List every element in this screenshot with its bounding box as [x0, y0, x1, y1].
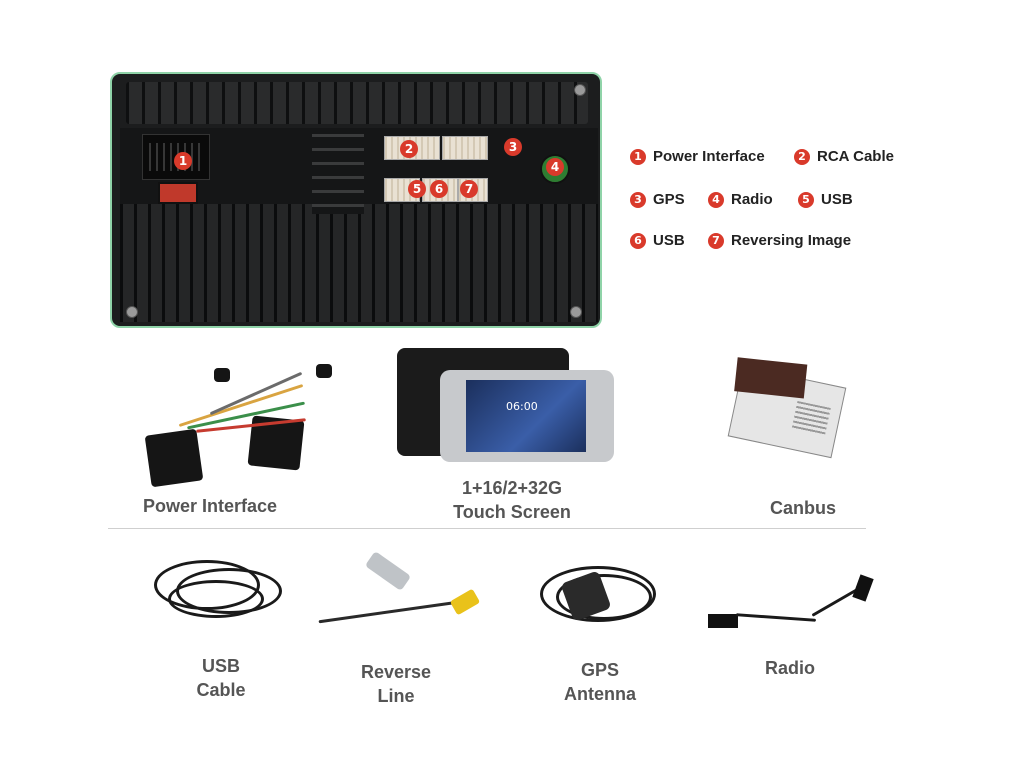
badge-1: 1	[174, 152, 192, 170]
legend-badge: 5	[798, 191, 814, 208]
legend-label: USB	[653, 232, 685, 249]
harness-plug	[144, 428, 204, 488]
caption-gps-antenna: GPS Antenna	[550, 658, 650, 706]
legend-label: GPS	[653, 191, 685, 208]
legend-item-power-interface: 1 Power Interface	[630, 148, 765, 165]
vent-slots	[312, 134, 364, 214]
caption-line: Cable	[196, 680, 246, 700]
harness-plug	[214, 368, 230, 382]
screen-clock: 06:00	[506, 400, 538, 413]
caption-line: Touch Screen	[453, 502, 571, 522]
badge-4: 4	[546, 158, 564, 176]
screen-display: 06:00	[466, 380, 586, 452]
cable-coil	[540, 566, 656, 622]
wire	[735, 613, 817, 622]
canbus-box-image	[727, 365, 847, 459]
rca-connector	[442, 136, 488, 160]
legend-badge: 1	[630, 148, 646, 165]
legend-badge: 7	[708, 232, 724, 249]
fuse	[158, 182, 198, 204]
caption-line: Line	[377, 686, 415, 706]
heat-sink-top	[126, 82, 588, 124]
caption-line: USB	[201, 656, 240, 676]
caption-canbus: Canbus	[769, 498, 836, 518]
cable-coil	[168, 580, 264, 618]
caption-line: 1+16/2+32G	[461, 478, 563, 498]
legend-label: RCA Cable	[817, 148, 894, 165]
legend-badge: 6	[630, 232, 646, 249]
caption-line: GPS	[580, 660, 619, 680]
legend-item-rca-cable: 2 RCA Cable	[794, 148, 894, 165]
legend-item-radio: 4 Radio	[708, 191, 773, 208]
caption-radio: Radio	[764, 658, 815, 678]
caption-touch-screen: 1+16/2+32G Touch Screen	[426, 476, 598, 524]
screw	[574, 84, 586, 96]
screw	[126, 306, 138, 318]
badge-7: 7	[460, 180, 478, 198]
touch-screen-silver-image: 06:00	[440, 370, 614, 462]
legend-item-gps: 3 GPS	[630, 191, 685, 208]
caption-power-interface: Power Interface	[142, 496, 278, 516]
cable-coil	[556, 574, 652, 620]
legend-label: Reversing Image	[731, 232, 852, 249]
caption-usb-cable: USB Cable	[176, 654, 266, 702]
wire	[318, 599, 466, 624]
screw	[570, 306, 582, 318]
legend-item-reversing-image: 7 Reversing Image	[708, 232, 851, 249]
legend-label: USB	[821, 191, 853, 208]
legend-item-usb: 5 USB	[798, 191, 853, 208]
caption-line: Antenna	[564, 684, 636, 704]
legend-badge: 4	[708, 191, 724, 208]
legend-badge: 2	[794, 148, 810, 165]
caption-reverse-line: Reverse Line	[346, 660, 446, 708]
head-unit-back-panel: 1 2 3 4 5 6 7	[110, 72, 602, 328]
legend-badge: 3	[630, 191, 646, 208]
radio-plug	[708, 614, 738, 628]
harness-plug	[316, 364, 332, 378]
legend-label: Power Interface	[653, 148, 765, 165]
legend-label: Radio	[731, 191, 773, 208]
caption-line: Reverse	[360, 662, 432, 682]
badge-6: 6	[430, 180, 448, 198]
heat-sink-bottom	[120, 204, 598, 322]
badge-5: 5	[408, 180, 426, 198]
radio-antenna-plug	[852, 574, 874, 602]
badge-2: 2	[400, 140, 418, 158]
legend-item-usb-2: 6 USB	[630, 232, 685, 249]
badge-3: 3	[504, 138, 522, 156]
rca-plug	[449, 588, 481, 616]
divider	[108, 528, 866, 529]
reverse-connector	[364, 551, 412, 591]
